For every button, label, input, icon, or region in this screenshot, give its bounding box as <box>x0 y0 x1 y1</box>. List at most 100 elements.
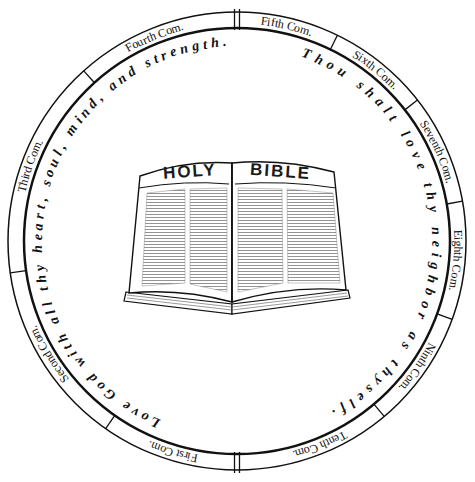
arc-letter <box>38 292 54 300</box>
arc-letter: i <box>450 237 465 241</box>
arc-letter: t <box>386 112 401 125</box>
arc-letter: r <box>31 212 48 219</box>
arc-letter: l <box>40 300 56 309</box>
arc-letter: h <box>33 273 50 284</box>
arc-letter: s <box>362 381 377 397</box>
arc-letter: o <box>41 167 58 179</box>
arc-letter <box>36 188 52 195</box>
divider-tick <box>330 35 337 49</box>
outer-circle <box>8 12 466 470</box>
arc-letter: h <box>422 191 439 202</box>
arc-letter <box>427 217 443 222</box>
arc-letter <box>31 256 47 261</box>
arc-letter <box>392 120 407 132</box>
divider-tick <box>239 9 240 30</box>
arc-letter: i <box>427 252 443 257</box>
arc-letter: h <box>312 51 326 69</box>
arc-letter: o <box>417 299 434 311</box>
arc-letter: h <box>362 84 378 101</box>
arc-letter: t <box>36 285 52 293</box>
arc-letter: t <box>33 204 49 211</box>
arc-letter: , <box>34 196 50 203</box>
arc-letter: t <box>202 36 208 52</box>
divider-tick <box>234 9 235 30</box>
arc-letter: a <box>30 222 46 230</box>
divider-tick <box>84 71 95 83</box>
arc-letter: u <box>45 156 63 169</box>
arc-letter: u <box>335 63 350 81</box>
arc-letter: . <box>223 34 227 50</box>
arc-letter: . <box>330 406 341 422</box>
arc-letter: m <box>62 121 81 139</box>
divider-tick <box>405 100 418 110</box>
arc-letter: n <box>178 40 190 57</box>
arc-letter: h <box>424 274 441 285</box>
book-illustration <box>124 162 350 314</box>
arc-letter: h <box>210 35 220 52</box>
divider-tick <box>374 404 384 416</box>
arc-letter: a <box>46 314 63 327</box>
dividers <box>10 9 462 473</box>
arc-letter: t <box>420 181 436 189</box>
arc-letter: g <box>450 240 465 246</box>
arc-letter: s <box>38 178 55 188</box>
arc-letter: s <box>141 55 153 72</box>
arc-letter: a <box>403 329 420 343</box>
arc-letter: e <box>168 44 179 61</box>
divider-tick <box>239 452 240 473</box>
arc-letter: h <box>450 246 465 253</box>
arc-letter: s <box>398 340 414 353</box>
arc-letter: o <box>324 57 338 74</box>
arc-letter: n <box>428 227 444 236</box>
book-title: HOLY <box>163 160 218 184</box>
arc-letter: o <box>402 136 419 150</box>
arc-letter: y <box>370 373 386 389</box>
arc-letter: r <box>158 48 169 65</box>
arc-letter: l <box>346 396 358 411</box>
arc-letter: e <box>30 234 46 241</box>
arc-letter <box>417 171 433 180</box>
arc-letter: y <box>31 263 48 271</box>
arc-letter: h <box>379 363 396 379</box>
arc-letter: h <box>30 244 46 252</box>
divider-tick <box>10 271 26 273</box>
arc-letter: b <box>421 287 438 298</box>
divider-tick <box>234 452 235 473</box>
inner-circle <box>24 28 450 454</box>
arc-letter: g <box>190 38 200 55</box>
arc-letter: h <box>450 255 465 262</box>
arc-letter: e <box>428 241 444 247</box>
arc-letter: t <box>387 356 402 369</box>
arc-letter: f <box>337 401 350 417</box>
arc-letter <box>409 321 425 331</box>
arc-letter <box>346 71 358 86</box>
arc-letter: g <box>426 262 443 271</box>
book-title: BIBLE <box>249 160 311 184</box>
arc-letter: e <box>353 389 368 405</box>
arc-letter <box>393 349 408 361</box>
arc-letter: L <box>148 413 162 431</box>
divider-tick <box>447 201 463 204</box>
arc-letter: T <box>299 45 313 63</box>
arc-letter: y <box>425 205 442 214</box>
arc-letter: e <box>413 160 430 172</box>
divider-tick <box>106 415 115 428</box>
divider-tick <box>437 314 452 319</box>
arc-letter: r <box>413 311 430 322</box>
arc-letter: v <box>408 148 425 161</box>
arc-letter: E <box>450 229 465 237</box>
